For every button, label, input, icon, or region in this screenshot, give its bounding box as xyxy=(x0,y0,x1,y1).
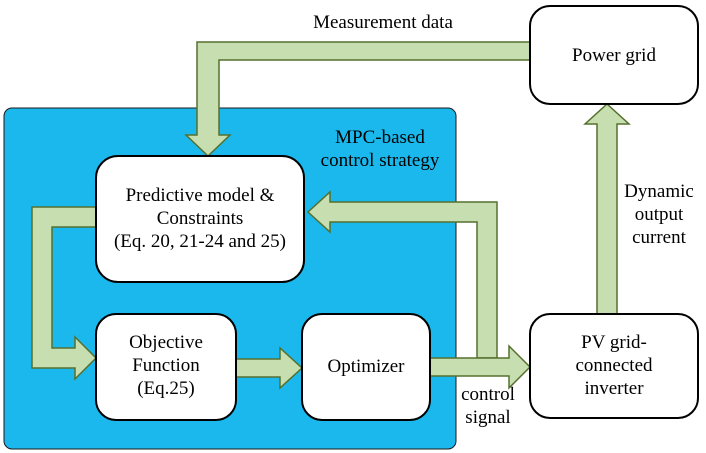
optimizer-label: Optimizer xyxy=(327,356,405,377)
control-signal-arrow xyxy=(428,344,532,390)
dynamic-output-current-label: Dynamic output current xyxy=(624,181,694,248)
objective-function-box xyxy=(95,313,237,421)
objective-to-optimizer-arrow xyxy=(235,346,304,390)
optimizer-box xyxy=(301,313,431,421)
control-signal-label: control signal xyxy=(461,384,515,428)
power-grid-label: Power grid xyxy=(572,45,656,66)
measurement-data-arrow xyxy=(184,41,531,158)
predictive-model-label: Predictive model & Constraints (Eq. 20, … xyxy=(113,185,287,252)
dynamic-output-current-arrow xyxy=(583,102,631,315)
pv-inverter-box xyxy=(529,313,699,419)
predictive-model-box xyxy=(95,155,305,283)
power-grid-box xyxy=(529,5,699,105)
measurement-data-label: Measurement data xyxy=(313,12,453,33)
model-to-objective-arrow xyxy=(31,206,98,381)
mpc-panel-title: MPC-based control strategy xyxy=(320,127,440,171)
objective-function-label: Objective Function (Eq.25) xyxy=(129,332,203,399)
feedback-arrow xyxy=(306,190,498,359)
pv-inverter-label: PV grid- connected inverter xyxy=(575,332,653,399)
